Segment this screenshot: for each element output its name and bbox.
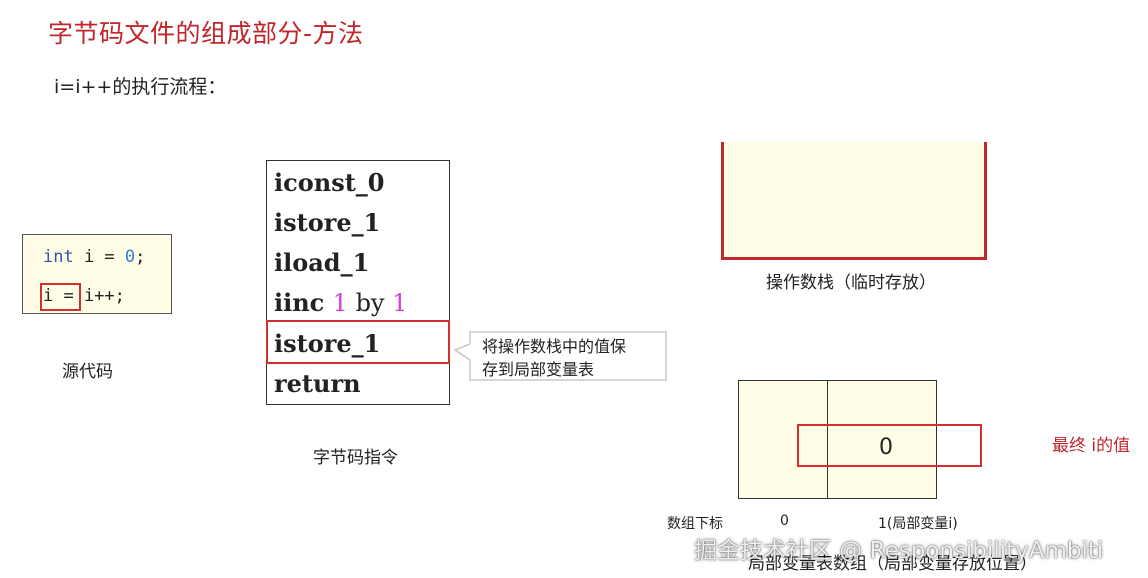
- local-var-value: 0: [879, 435, 893, 460]
- bytecode-label: 字节码指令: [313, 448, 398, 468]
- bytecode-row: return: [274, 369, 361, 398]
- local-variable-table-label: 局部变量表数组（局部变量存放位置）: [748, 554, 1037, 574]
- source-line-1: int i = 0;: [43, 247, 145, 267]
- array-index-0: 0: [780, 513, 789, 529]
- bytecode-row: iconst_0: [274, 168, 385, 197]
- iinc-index: 1: [332, 289, 348, 317]
- bytecode-row: istore_1: [274, 329, 381, 358]
- callout-bubble: [453, 331, 667, 381]
- source-code-box: int i = 0; i = i++;: [22, 234, 172, 314]
- local-variable-table: [738, 380, 937, 499]
- source-line-2: i = i++;: [43, 286, 125, 306]
- array-index-1: 1(局部变量i): [878, 516, 958, 532]
- iinc-by: by: [347, 289, 393, 317]
- iinc-op: iinc: [274, 288, 333, 317]
- operand-stack-box: [721, 142, 987, 260]
- keyword-int: int: [43, 247, 74, 267]
- highlight-local-var-slot: [797, 424, 982, 467]
- bytecode-row-iinc: iinc 1 by 1: [274, 283, 407, 323]
- source-line-1-end: ;: [135, 247, 146, 267]
- page-subtitle: i=i++的执行流程：: [54, 76, 227, 98]
- source-code-label: 源代码: [62, 362, 113, 382]
- highlight-assign-target: [40, 283, 81, 311]
- source-line-1-number: 0: [124, 247, 136, 267]
- final-value-label: 最终 i的值: [1052, 436, 1131, 456]
- local-variable-divider: [827, 380, 828, 499]
- bytecode-box: iconst_0 istore_1 iload_1 iinc 1 by 1 is…: [266, 160, 450, 405]
- operand-stack-label: 操作数栈（临时存放）: [766, 273, 936, 293]
- bytecode-row: iload_1: [274, 248, 370, 277]
- callout-text: 将操作数栈中的值保 存到局部变量表: [482, 337, 627, 379]
- iinc-amount: 1: [392, 289, 408, 317]
- highlight-current-instruction: [266, 320, 450, 364]
- source-line-1-rest: i =: [73, 247, 125, 267]
- watermark: 掘金技术社区 @ ResponsibilityAmbiti: [694, 538, 1104, 564]
- array-index-label: 数组下标: [667, 516, 723, 532]
- bytecode-row: istore_1: [274, 208, 381, 237]
- page-title: 字节码文件的组成部分-方法: [48, 19, 364, 48]
